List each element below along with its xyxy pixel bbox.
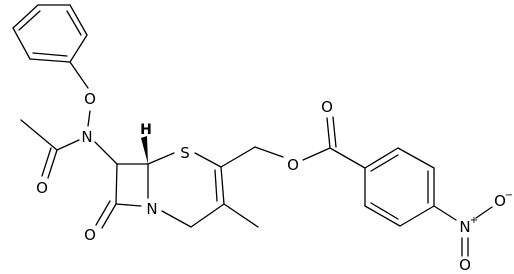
charge-o-nitro-right: − — [505, 190, 513, 201]
dihydrothiazine-ring — [147, 152, 225, 228]
charge-n-nitro: + — [470, 215, 478, 226]
bond-carbonyl-aryl — [329, 147, 366, 169]
atom-o-lactam: O — [84, 226, 96, 244]
atom-n-lactam: N — [146, 200, 157, 218]
bond-acetyl-methyl — [20, 119, 58, 151]
atom-n-nitro: N — [459, 218, 470, 236]
bond-aryl-nitro — [433, 205, 457, 221]
atom-o-carbonyl: O — [321, 98, 333, 116]
bond-o-n — [87, 110, 91, 127]
bond-n-acetyl-c — [56, 139, 80, 151]
stereo-wedge — [141, 136, 148, 164]
bond-acetyl-co-1 — [47, 149, 58, 179]
atom-o-nitro-right: O — [494, 192, 506, 210]
bond-ester-co-1 — [326, 117, 331, 149]
atom-n-amide: N — [81, 128, 92, 146]
atom-s-ring: S — [180, 144, 190, 162]
bond-lactam-co-1 — [101, 203, 117, 229]
bond-methyl — [223, 203, 259, 228]
atom-o-ester: O — [287, 156, 299, 174]
bond-o-carbonyl-c — [302, 147, 331, 161]
bond-ch2-o — [254, 146, 284, 158]
bond-ester-co-2 — [332, 116, 337, 148]
atom-o-nitro-bottom: O — [459, 256, 471, 274]
atom-h-stereo: H — [140, 122, 152, 138]
nitrophenyl-ring — [364, 147, 435, 227]
atom-o-phenoxy: O — [84, 90, 96, 108]
bond-lactam-co-2 — [95, 200, 111, 226]
phenyl-ring — [12, 4, 88, 63]
beta-lactam-ring — [115, 163, 149, 207]
bond-n-c7 — [94, 141, 118, 165]
atom-o-acetyl: O — [36, 179, 48, 197]
bond-nitro-o-right — [475, 206, 493, 219]
bond-phenyl-o — [69, 61, 89, 89]
bond-c3-ch2 — [220, 146, 256, 168]
bond-acetyl-co-2 — [41, 147, 52, 177]
